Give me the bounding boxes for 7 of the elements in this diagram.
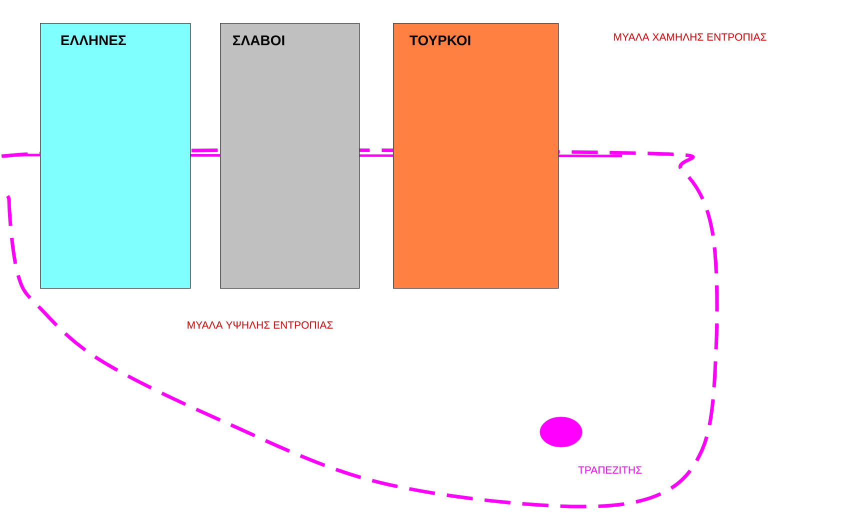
annotation-text: ΜΥΑΛΑ ΥΨΗΛΗΣ ΕΝΤΡΟΠΙΑΣ <box>188 321 333 329</box>
group-box: ΣΛΑΒΟΙ <box>220 23 360 289</box>
annotation-text: ΜΥΑΛΑ ΧΑΜΗΛΗΣ ΕΝΤΡΟΠΙΑΣ <box>614 33 766 41</box>
group-box: ΕΛΛΗΝΕΣ <box>40 23 191 289</box>
beside-label: ΤΡΑΠΕΖΙΤΗΣ <box>578 466 642 474</box>
filled-ellipse <box>540 416 582 448</box>
group-box: ΤΟΥΡΚΟΙ <box>393 23 559 289</box>
